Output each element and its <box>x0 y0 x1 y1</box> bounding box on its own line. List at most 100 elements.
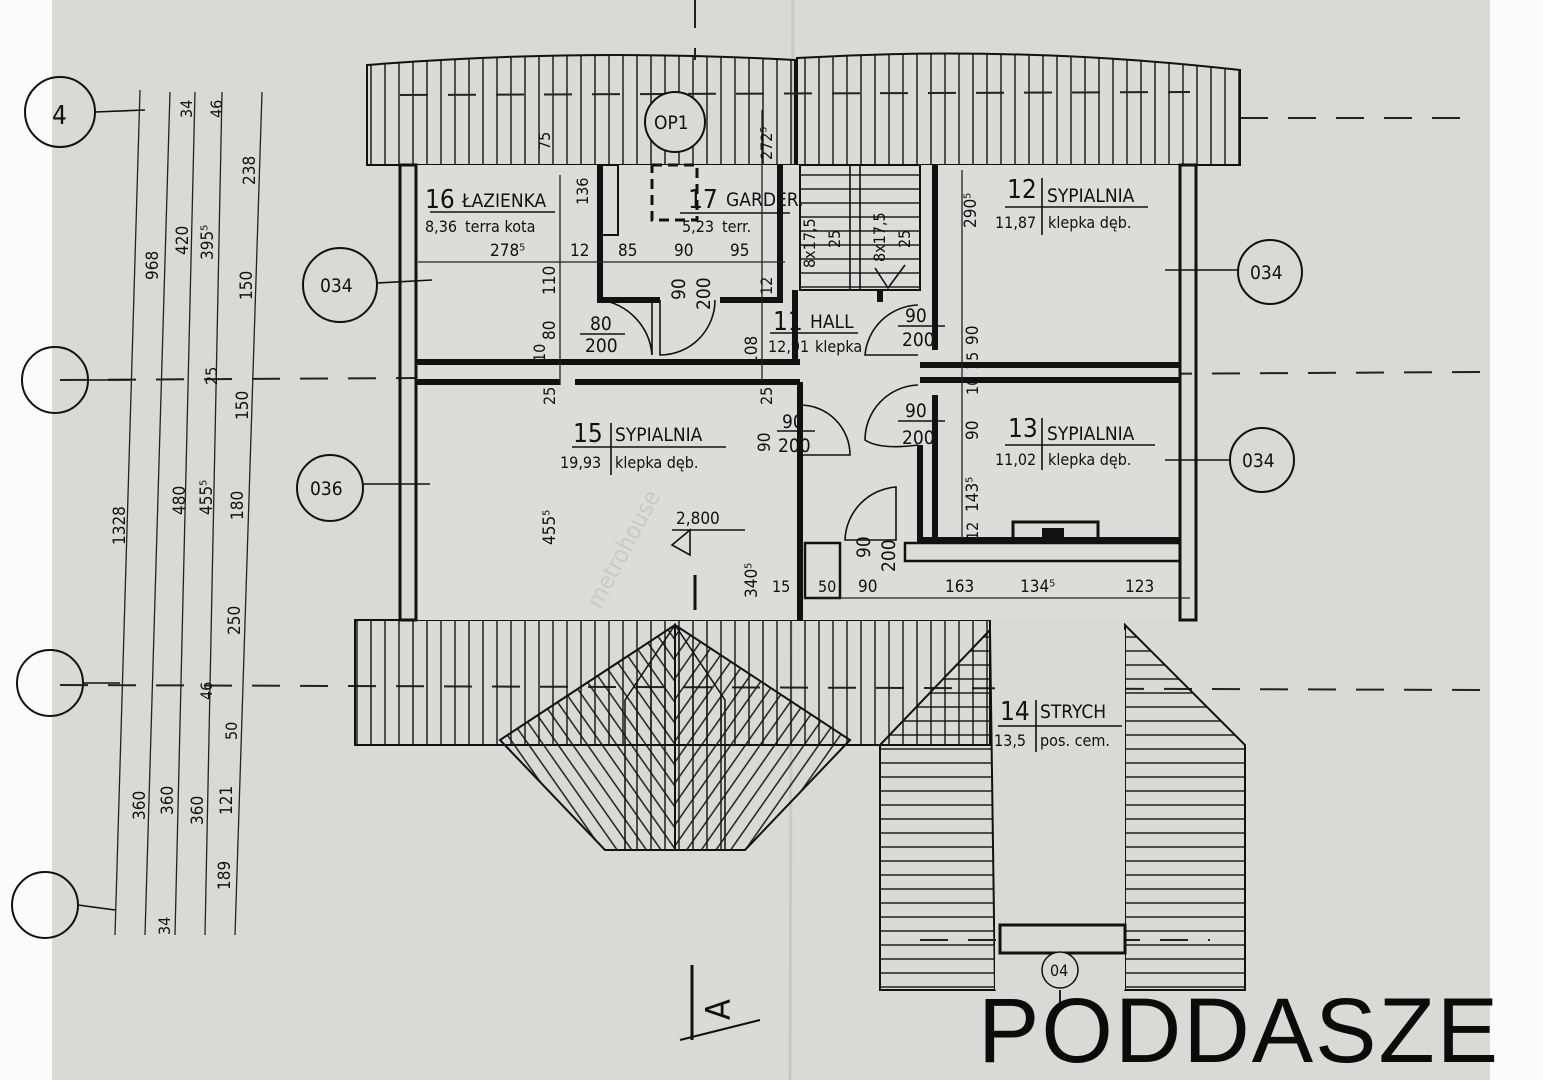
dimension-label: klepka dęb. <box>615 453 699 472</box>
dimension-label: HALL <box>810 311 854 333</box>
dimension-label: 238 <box>240 156 260 185</box>
dimension-label: 85 <box>618 241 637 261</box>
dimension-label: 95 <box>730 241 749 261</box>
room-label-13: 13 SYPIALNIA 11,02 klepka dęb. <box>995 414 1155 470</box>
axis-markers: 4 <box>11 76 146 939</box>
dimension-label: 200 <box>693 277 715 310</box>
window-tag-034-left: 034 <box>302 247 433 323</box>
stair-steps-label: 8x17,5 <box>870 212 889 262</box>
attic-window <box>998 923 1127 955</box>
dimension-label: 134⁵ <box>1020 577 1055 597</box>
dimension-label: 15 <box>573 419 603 449</box>
dimension-label: 90 <box>668 278 690 300</box>
dimension-label: 121 <box>217 786 237 815</box>
dimension-label: 16 <box>425 185 455 215</box>
dimension-label: 480 <box>170 486 190 515</box>
dimension-label: 968 <box>143 251 163 280</box>
dimension-label: 90 <box>905 400 927 422</box>
dimension-label: 13 <box>1008 414 1038 444</box>
axis-circle-04 <box>1041 951 1079 989</box>
dimension-label: klepka dęb. <box>1048 450 1132 469</box>
dimension-label: 25 <box>202 367 221 385</box>
dimension-label: 50 <box>222 722 241 740</box>
dimension-label: 150 <box>233 391 253 420</box>
dimension-label: 200 <box>878 539 900 572</box>
dimension-label: 200 <box>902 427 935 449</box>
dimension-label: 25 <box>757 387 776 405</box>
dimension-label: SYPIALNIA <box>1047 185 1135 207</box>
dimension-label: ŁAZIENKA <box>461 190 546 212</box>
dimension-label: 8,36 <box>425 217 457 236</box>
room-label-16: 16 ŁAZIENKA 8,36 terra kota <box>425 185 555 236</box>
dimension-label: 034 <box>320 275 353 297</box>
dimension-label: 90 <box>905 305 927 327</box>
dimension-label: 034 <box>1242 450 1275 472</box>
stair-tread-label: 25 <box>895 230 914 248</box>
dimension-label: 163 <box>945 577 974 597</box>
chimney-tag-op1: OP1 <box>644 91 706 153</box>
dimension-label: 34 <box>177 100 196 118</box>
dimension-label: 50 <box>818 577 836 596</box>
dimension-label: 340⁵ <box>742 563 762 598</box>
dimension-label: 360 <box>188 796 208 825</box>
dimension-label: 150 <box>237 271 257 300</box>
dimension-label: 360 <box>130 791 150 820</box>
section-marker-a: A <box>679 965 761 1041</box>
dimension-label: 1328 <box>110 506 130 545</box>
room-label-14: 14 STRYCH 13,5 pos. cem. <box>994 697 1122 752</box>
dimension-label: 189 <box>215 861 235 890</box>
dimension-label: 90 <box>853 536 875 558</box>
dimension-label: 19,93 <box>560 453 601 472</box>
dimension-label: 4 <box>52 101 67 131</box>
dimension-label: 180 <box>228 491 248 520</box>
dimension-label: 360 <box>158 786 178 815</box>
dimension-label: 90 <box>858 577 877 597</box>
dimension-label: terr. <box>722 217 751 236</box>
dimension-label: STRYCH <box>1040 701 1106 723</box>
dimension-label: GARDER. <box>726 189 803 211</box>
dimension-label: terra kota <box>465 217 535 236</box>
dimension-label: 110 <box>540 266 560 295</box>
dimension-label: 15 <box>772 577 790 596</box>
window-tag-034-right-bottom: 034 <box>1165 427 1295 493</box>
dimension-label: 200 <box>902 329 935 351</box>
dimension-label: SYPIALNIA <box>615 424 703 446</box>
dimension-label: 34 <box>155 917 174 935</box>
elevation-marker: 2,800 <box>670 509 745 610</box>
room-label-12: 12 SYPIALNIA 11,87 klepka dęb. <box>995 175 1148 235</box>
dimension-label: 90 <box>755 433 775 452</box>
dimension-label: 80 <box>540 321 560 340</box>
dimension-label: pos. cem. <box>1040 731 1110 750</box>
dimension-label: 123 <box>1125 577 1154 597</box>
dimension-label: 90 <box>963 421 983 440</box>
dimension-label: klepka dęb. <box>1048 213 1132 232</box>
dimension-label: 5,23 <box>682 217 714 236</box>
dimension-label: OP1 <box>654 112 689 134</box>
dimension-label: 90 <box>963 326 983 345</box>
dimension-label: 200 <box>585 335 618 357</box>
dimension-label: 12 <box>963 522 982 540</box>
left-dimension-chains: 1328 360 968 360 420 480 360 395⁵ 455⁵ 2… <box>110 89 263 936</box>
dimension-label: 10 <box>530 344 549 362</box>
dimension-label: 11,02 <box>995 450 1036 469</box>
dimension-label: 90 <box>674 241 693 261</box>
plan-dimensions: 278⁵ 12 85 90 95 110 80 10 136 108 12 25… <box>418 110 1190 599</box>
dimension-label: SYPIALNIA <box>1047 423 1135 445</box>
room-label-17: 17 GARDER. 5,23 terr. <box>680 185 803 236</box>
stair-tread-label: 25 <box>825 230 844 248</box>
dimension-label: 455⁵ <box>197 480 217 515</box>
dimension-label: 46 <box>197 682 216 700</box>
dimension-label: 17 <box>688 185 718 215</box>
window-tag-036: 036 <box>296 454 430 522</box>
window-tag-034-right-top: 034 <box>1165 239 1303 305</box>
dimension-label: 200 <box>778 435 811 457</box>
dimension-label: 90 <box>782 411 804 433</box>
dimension-label: 46 <box>207 100 226 118</box>
axis-circle-label: 04 <box>1050 961 1068 980</box>
dimension-label: klepka <box>815 337 862 356</box>
dimension-label: 12,91 <box>768 337 809 356</box>
dimension-label: 395⁵ <box>198 225 218 260</box>
dimension-label: 290⁵ <box>961 193 981 228</box>
